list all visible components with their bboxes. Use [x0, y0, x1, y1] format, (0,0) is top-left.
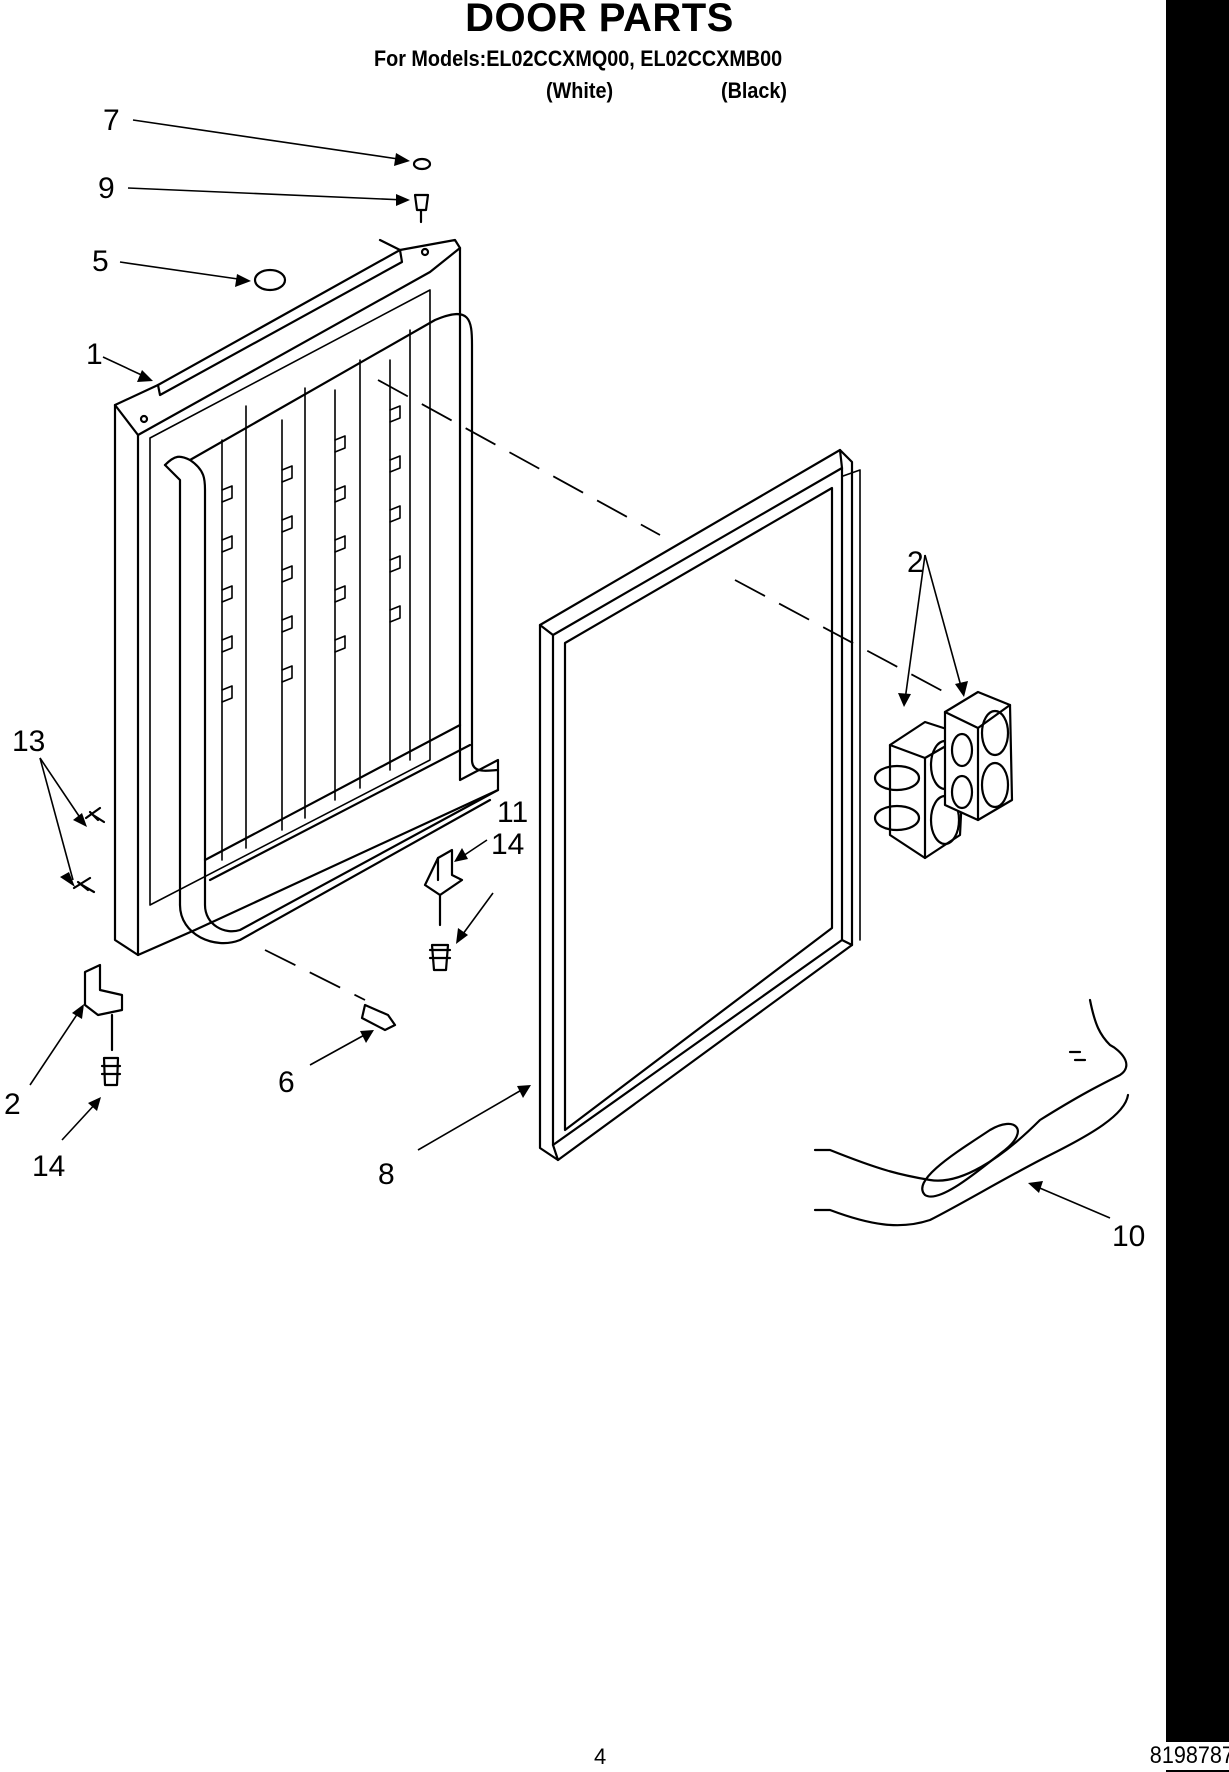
wire-heater-part: [813, 998, 1130, 1227]
callout-5: 5: [92, 245, 109, 278]
hinge-bracket-upper-part: [423, 848, 464, 897]
assembly-line-lower: [734, 579, 951, 696]
leader-lines: [29, 119, 1111, 1219]
callout-14-upper: 14: [491, 828, 525, 861]
egg-tray-part: [873, 690, 1014, 860]
hinge-screw-part: [360, 1003, 397, 1032]
variant-black-label: (Black): [721, 78, 788, 103]
door-liner-part: [113, 238, 500, 957]
document-number: 8198787: [1148, 1742, 1229, 1770]
screw-upper-part: [84, 806, 106, 824]
callout-7: 7: [103, 104, 120, 137]
assembly-line-screw: [264, 949, 366, 1001]
page-title: DOOR PARTS: [465, 0, 734, 40]
callout-9: 9: [98, 172, 115, 205]
callout-1: 1: [86, 338, 103, 371]
callout-8: 8: [378, 1158, 395, 1191]
plug-button-part: [253, 268, 287, 292]
screw-lower-part: [72, 876, 96, 894]
callout-11: 11: [497, 796, 529, 829]
callout-10: 10: [1112, 1220, 1146, 1253]
hinge-cap-part: [412, 157, 432, 171]
callout-2-egg-tray: 2: [907, 546, 924, 579]
page-edge-bar: [1166, 0, 1229, 1772]
variant-white-label: (White): [546, 78, 614, 103]
model-numbers: For Models:EL02CCXMQ00, EL02CCXMB00: [374, 46, 783, 71]
page-number: 4: [594, 1744, 607, 1769]
hardware-parts: [72, 157, 464, 1087]
callout-2-left: 2: [4, 1088, 21, 1121]
assembly-line-upper: [377, 379, 661, 536]
callout-14-lower: 14: [32, 1150, 66, 1183]
hinge-bracket-lower-part: [83, 963, 124, 1017]
callout-6: 6: [278, 1066, 295, 1099]
hinge-pin-top-part: [413, 193, 430, 224]
callout-13: 13: [12, 725, 46, 758]
door-gasket-part: [538, 448, 861, 1162]
